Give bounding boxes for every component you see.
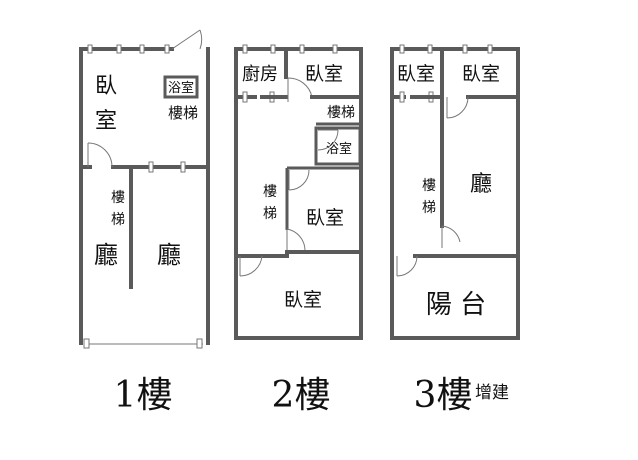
floor-1-stairs-label-2: 梯: [111, 212, 125, 228]
floor-3-stairs-label-2: 梯: [422, 200, 436, 216]
floor-2-stairs-small-label: 樓梯: [327, 105, 355, 121]
floor-1-bedroom-label-2: 室: [95, 109, 117, 134]
floor-1-plan: 臥 室 浴室 樓梯 樓 梯 廳 廳: [79, 29, 210, 349]
floor-1-hall-right-label: 廳: [157, 241, 181, 269]
floor-1-stairs-label-1: 樓: [111, 190, 125, 206]
floor-1-bathroom-label: 浴室: [168, 80, 194, 96]
floor-3-caption-note: 增建: [475, 383, 509, 403]
floor-1-hall-left-label: 廳: [94, 241, 118, 269]
floor-2-stairs-label-1: 樓: [263, 184, 277, 200]
floor-3-balcony-label: 陽 台: [426, 290, 486, 320]
floor-2-bedroom-mid-label: 臥室: [306, 207, 344, 229]
floor-2-stairs-label-2: 梯: [263, 206, 277, 222]
floor-2-kitchen-label: 廚房: [242, 63, 278, 85]
floor-3-hall-label: 廳: [470, 172, 492, 197]
floor-2-bedroom-bottom-label: 臥室: [284, 289, 322, 311]
floor-2-bathroom-label: 浴室: [326, 141, 352, 157]
floor-2-bedroom-top-label: 臥室: [305, 63, 343, 85]
floor-1-caption: 1樓: [114, 375, 173, 416]
floor-2-caption: 2樓: [272, 375, 331, 416]
floor-3-bedroom-right-label: 臥室: [462, 63, 500, 85]
floor-1-bedroom-label-1: 臥: [95, 74, 117, 99]
floor-1-stairs-label-top: 樓梯: [168, 104, 198, 122]
floor-2-plan: 廚房 臥室 樓梯 浴室 樓 梯 臥室 臥室: [234, 44, 363, 340]
floor-3-caption: 3樓: [414, 375, 473, 416]
floor-3-plan: 臥室 臥室 樓 梯 廳 陽 台: [390, 44, 520, 340]
floor-3-stairs-label-1: 樓: [422, 178, 436, 194]
floor-3-bedroom-left-label: 臥室: [397, 63, 435, 85]
